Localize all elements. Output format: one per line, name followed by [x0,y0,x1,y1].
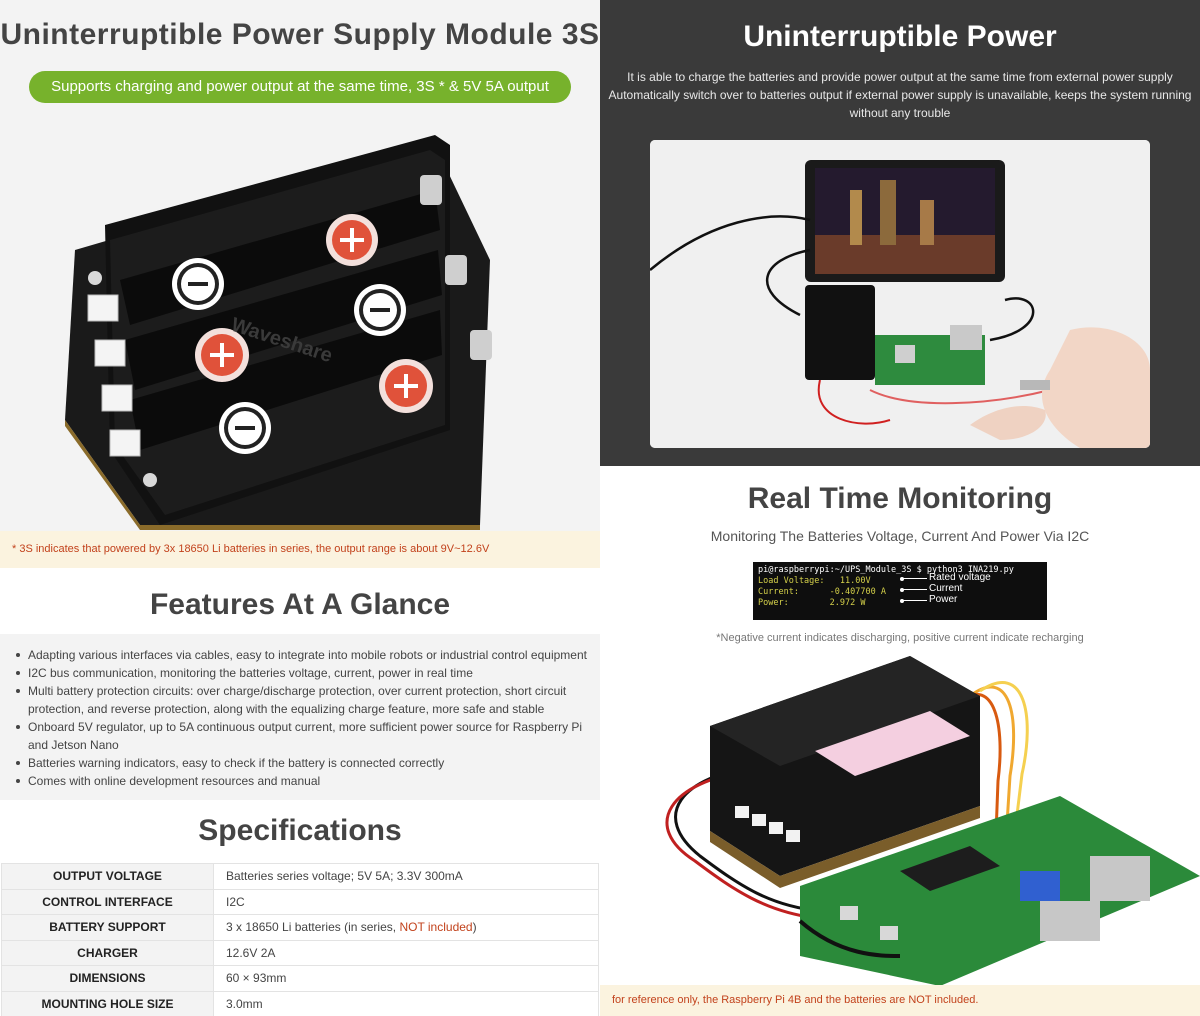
feature-pill: Supports charging and power output at th… [29,71,571,103]
product-hero-panel: Uninterruptible Power Supply Module 3S S… [0,0,600,568]
specifications-panel: Specifications OUTPUT VOLTAGE Batteries … [0,800,600,1016]
spec-value: Batteries series voltage; 5V 5A; 3.3V 30… [213,863,599,890]
row-key: Power: [758,598,789,608]
feature-item: Adapting various interfaces via cables, … [16,646,588,664]
spec-key: DIMENSIONS [1,965,214,992]
features-title: Features At A Glance [149,588,451,621]
row-value: 2.972 W [829,598,866,608]
table-row: MOUNTING HOLE SIZE 3.0mm [1,990,599,1016]
feature-item: Comes with online development resources … [16,772,588,790]
row-key: Load Voltage: [758,576,825,586]
annotation-power: Power [929,594,958,605]
feature-item: I2C bus communication, monitoring the ba… [16,664,588,682]
spec-value: 60 × 93mm [213,965,599,992]
spec-value-text: 3 x 18650 Li batteries (in series, [226,920,400,935]
arrow-line [901,578,927,579]
arrow-dot [900,588,904,592]
spec-key: MOUNTING HOLE SIZE [1,990,214,1016]
spec-value-tail: ) [472,920,477,935]
section-title: Real Time Monitoring [747,482,1053,515]
spec-key: CHARGER [1,939,214,966]
terminal-plus-1 [326,214,378,266]
arrow-dot [900,577,904,581]
spec-value: 3.0mm [213,990,599,1016]
row-value: -0.407700 A [829,587,886,597]
real-time-monitoring-panel: Real Time Monitoring Monitoring The Batt… [600,466,1200,1016]
current-sign-note: *Negative current indicates discharging,… [716,632,1084,644]
specifications-title: Specifications [198,814,402,847]
specifications-table: OUTPUT VOLTAGE Batteries series voltage;… [1,863,599,1016]
features-box: Adapting various interfaces via cables, … [0,634,600,800]
terminal-row: Power: 2.972 W [758,598,1042,609]
terminal-plus-3 [379,359,433,413]
features-list: Adapting various interfaces via cables, … [16,646,588,790]
battery-holder-image: Waveshare [65,135,492,530]
not-included-text: NOT included [399,920,473,935]
section-description: It is able to charge the batteries and p… [606,68,1194,122]
spec-key: BATTERY SUPPORT [1,914,214,941]
uninterruptible-power-panel: Uninterruptible Power It is able to char… [600,0,1200,466]
annotation-rated-voltage: Rated voltage [929,572,991,583]
arrow-line [901,589,927,590]
table-row: OUTPUT VOLTAGE Batteries series voltage;… [1,863,599,890]
feature-item: Multi battery protection circuits: over … [16,682,588,718]
annotation-current: Current [929,583,963,594]
table-row: BATTERY SUPPORT 3 x 18650 Li batteries (… [1,914,599,941]
row-key: Current: [758,587,799,597]
reference-note: for reference only, the Raspberry Pi 4B … [600,985,1200,1016]
desc-line: without any trouble [849,106,951,120]
desc-line: Automatically switch over to batteries o… [608,88,1192,102]
spec-value: I2C [213,888,599,915]
feature-item: Batteries warning indicators, easy to ch… [16,754,588,772]
terminal-minus-1 [172,258,224,310]
feature-item: Onboard 5V regulator, up to 5A continuou… [16,718,588,754]
ups-on-raspberry-pi-photo [665,656,1200,986]
features-panel: Features At A Glance Adapting various in… [0,568,600,800]
terminal-minus-2 [354,284,406,336]
row-value: 11.00V [839,576,871,586]
ups-setup-photo [650,140,1150,448]
table-row: CHARGER 12.6V 2A [1,939,599,966]
terminal-minus-3 [219,402,271,454]
table-row: DIMENSIONS 60 × 93mm [1,965,599,992]
desc-line: It is able to charge the batteries and p… [627,70,1173,84]
spec-key: CONTROL INTERFACE [1,888,214,915]
spec-value: 12.6V 2A [213,939,599,966]
table-row: CONTROL INTERFACE I2C [1,888,599,915]
arrow-dot [900,599,904,603]
spec-value: 3 x 18650 Li batteries (in series, NOT i… [213,914,599,941]
terminal-prompt: pi@raspberrypi:~/UPS_Module_3S $ python3… [758,565,1014,575]
section-subtitle: Monitoring The Batteries Voltage, Curren… [710,528,1090,544]
product-title: Uninterruptible Power Supply Module 3S [0,18,600,51]
terminal-row: Load Voltage: 11.00V [758,576,1042,587]
terminal-plus-2 [195,328,249,382]
section-title: Uninterruptible Power [743,20,1057,53]
spec-key: OUTPUT VOLTAGE [1,863,214,890]
series-note: * 3S indicates that powered by 3x 18650 … [0,531,600,568]
terminal-output: pi@raspberrypi:~/UPS_Module_3S $ python3… [753,562,1047,620]
terminal-row: Current: -0.407700 A [758,587,1042,598]
arrow-line [901,600,927,601]
